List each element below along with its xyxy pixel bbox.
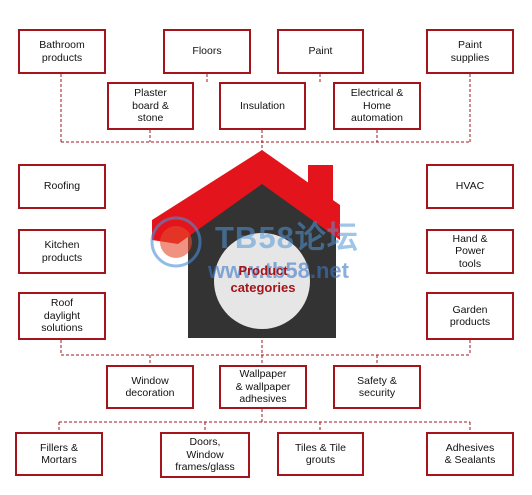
- watermark-url: www.tb58.net: [208, 258, 349, 283]
- category-wallpaper-adhesives: Wallpaper & wallpaper adhesives: [219, 365, 307, 409]
- category-doors-window-frames-glass: Doors, Window frames/glass: [160, 432, 250, 478]
- category-kitchen-products: Kitchen products: [18, 229, 106, 274]
- category-paint: Paint: [277, 29, 364, 74]
- category-safety-security: Safety & security: [333, 365, 421, 409]
- category-roofing: Roofing: [18, 164, 106, 209]
- category-plaster-board-stone: Plaster board & stone: [107, 82, 194, 130]
- category-hand-power-tools: Hand & Power tools: [426, 229, 514, 274]
- category-hvac: HVAC: [426, 164, 514, 209]
- category-electrical-home-automation: Electrical & Home automation: [333, 82, 421, 130]
- category-tiles-tile-grouts: Tiles & Tile grouts: [277, 432, 364, 476]
- category-adhesives-sealants: Adhesives & Sealants: [426, 432, 514, 476]
- category-fillers-mortars: Fillers & Mortars: [15, 432, 103, 476]
- watermark-text: TB58论坛: [215, 220, 359, 255]
- category-roof-daylight-solutions: Roof daylight solutions: [18, 292, 106, 340]
- house-icon: [152, 150, 340, 338]
- category-floors: Floors: [163, 29, 251, 74]
- category-garden-products: Garden products: [426, 292, 514, 340]
- category-window-decoration: Window decoration: [106, 365, 194, 409]
- category-bathroom-products: Bathroom products: [18, 29, 106, 74]
- category-insulation: Insulation: [219, 82, 306, 130]
- watermark-logo: [150, 216, 202, 268]
- center-label: Product categories: [230, 263, 296, 295]
- category-paint-supplies: Paint supplies: [426, 29, 514, 74]
